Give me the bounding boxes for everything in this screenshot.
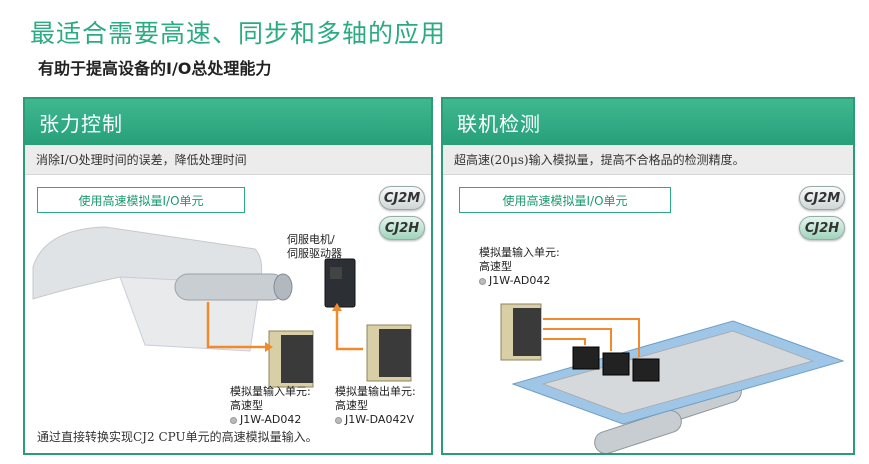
feature-label: 使用高速模拟量I/O单元 (37, 187, 245, 213)
panel-description: 消除I/O处理时间的误差，降低处理时间 (25, 145, 431, 175)
panel-heading: 张力控制 (25, 99, 431, 145)
cj2m-badge: CJ2M (799, 186, 845, 210)
panel-description: 超高速(20μs)输入模拟量，提高不合格品的检测精度。 (443, 145, 853, 175)
model-dot-icon (335, 416, 342, 424)
cj2h-badge: CJ2H (379, 216, 425, 240)
model-dot-icon (230, 416, 237, 424)
inline-inspection-panel: 联机检测 超高速(20μs)输入模拟量，提高不合格品的检测精度。 使用高速模拟量… (441, 97, 855, 455)
panel-note: 通过直接转换实现CJ2 CPU单元的高速模拟量输入。 (37, 430, 318, 444)
model-dot-icon (479, 277, 486, 285)
tension-control-illustration (32, 226, 412, 388)
feature-label: 使用高速模拟量I/O单元 (459, 187, 671, 213)
cj2h-badge: CJ2H (799, 216, 845, 240)
output-unit-label: 模拟量输出单元: 高速型 J1W-DA042V (335, 385, 416, 426)
panel-heading: 联机检测 (443, 99, 853, 145)
inline-inspection-illustration (500, 303, 845, 453)
servo-label: 伺服电机/ 伺服驱动器 (287, 233, 342, 260)
cj2m-badge: CJ2M (379, 186, 425, 210)
input-unit-label: 模拟量输入单元: 高速型 J1W-AD042 (230, 385, 311, 426)
input-unit-label: 模拟量输入单元: 高速型 J1W-AD042 (479, 246, 560, 287)
page-subtitle: 有助于提高设备的I/O总处理能力 (38, 59, 272, 78)
page-title: 最适合需要高速、同步和多轴的应用 (30, 19, 447, 48)
tension-control-panel: 张力控制 消除I/O处理时间的误差，降低处理时间 使用高速模拟量I/O单元 CJ… (23, 97, 433, 455)
